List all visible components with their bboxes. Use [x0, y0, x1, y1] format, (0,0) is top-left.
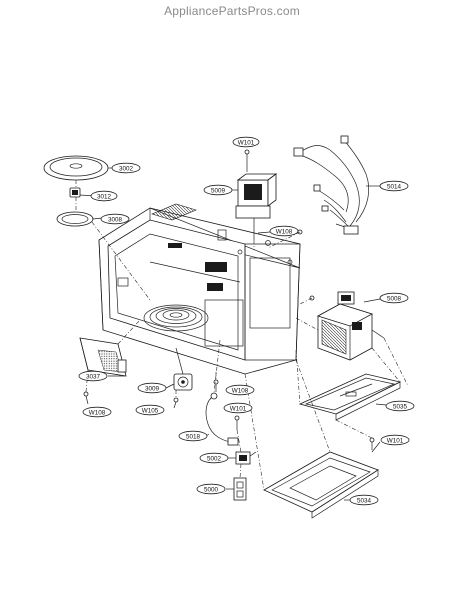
- label-5008-text: 5008: [387, 295, 402, 302]
- screw-w108-mid: [213, 379, 219, 392]
- label-3008-text: 3008: [108, 216, 123, 223]
- label-5002: 5002: [199, 452, 229, 464]
- label-5014-text: 5014: [387, 183, 402, 190]
- label-5018: 5018: [178, 430, 208, 442]
- label-5035-text: 5035: [393, 403, 408, 410]
- magnetron: [235, 173, 278, 240]
- label-3012-text: 3012: [97, 193, 112, 200]
- high-voltage-transformer: [316, 291, 385, 361]
- label-w101-top: W101: [232, 136, 260, 148]
- base-cover: [263, 451, 379, 519]
- label-5008: 5008: [379, 292, 409, 304]
- label-3008: 3008: [100, 213, 130, 225]
- base-plate: [298, 373, 402, 421]
- label-w108-mid: W108: [225, 384, 255, 396]
- leader-lines: [108, 185, 387, 501]
- label-w101-mid: W101: [223, 402, 253, 414]
- label-5009-text: 5009: [211, 187, 226, 194]
- label-w101-right-text: W101: [387, 437, 404, 444]
- label-w108-top-text: W108: [276, 228, 293, 235]
- label-w108-left: W108: [82, 406, 112, 418]
- label-3009: 3009: [137, 382, 167, 394]
- label-w108-top: W108: [269, 225, 299, 237]
- label-w108-mid-text: W108: [232, 387, 249, 394]
- label-3037-text: 3037: [86, 373, 101, 380]
- watermark-text: AppliancePartsPros.com: [164, 4, 300, 18]
- screw-w105: [173, 397, 179, 409]
- turntable-tray: [43, 155, 113, 181]
- thermal-cutout: [205, 392, 239, 446]
- label-5002-text: 5002: [207, 455, 222, 462]
- roller-ring: [56, 211, 103, 227]
- wire-harness: [293, 135, 370, 235]
- label-5000-text: 5000: [204, 486, 219, 493]
- control-panel: [79, 337, 127, 377]
- label-5018-text: 5018: [186, 433, 201, 440]
- label-3002-text: 3002: [119, 165, 134, 172]
- label-5034: 5034: [349, 494, 379, 506]
- label-5009: 5009: [203, 184, 233, 196]
- label-5034-text: 5034: [357, 497, 372, 504]
- oven-cavity-frame: [98, 203, 301, 375]
- switch-bracket: [233, 477, 247, 501]
- label-5014: 5014: [379, 180, 409, 192]
- screw-w108-left: [83, 391, 89, 405]
- label-5000: 5000: [196, 483, 226, 495]
- label-3009-text: 3009: [145, 385, 160, 392]
- label-5035: 5035: [385, 400, 415, 412]
- label-w101-top-text: W101: [238, 139, 255, 146]
- screw-w101-mid: [234, 415, 240, 430]
- screw-w101-top: [244, 149, 250, 172]
- label-w101-mid-text: W101: [230, 405, 247, 412]
- label-w108-left-text: W108: [89, 409, 106, 416]
- label-3012: 3012: [90, 190, 118, 202]
- label-3002: 3002: [111, 162, 141, 174]
- turntable-motor: [173, 347, 193, 391]
- label-w105-text: W105: [142, 407, 159, 414]
- interlock-switch-assembly: [235, 451, 257, 465]
- label-w101-right: W101: [380, 434, 410, 446]
- label-w105: W105: [135, 404, 165, 416]
- screw-w101-right: [369, 437, 375, 450]
- label-3037: 3037: [78, 370, 108, 382]
